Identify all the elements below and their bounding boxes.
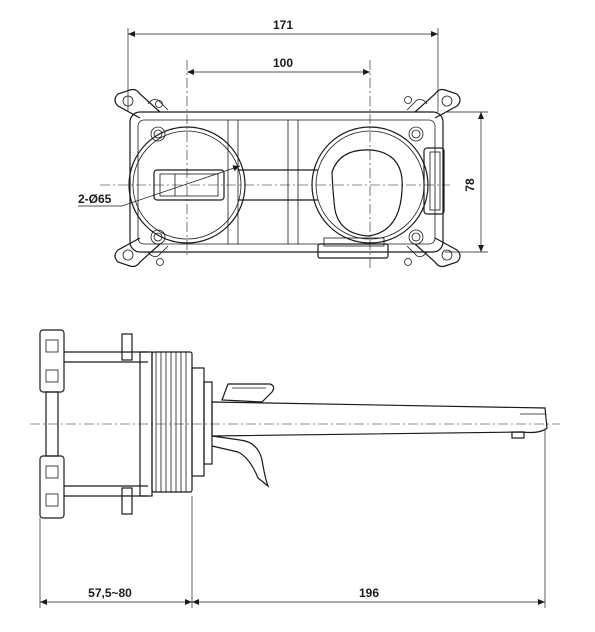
dimension-center-distance: 100 — [187, 56, 370, 75]
mounting-lug-bottom-right — [404, 237, 461, 268]
wall-mount-bracket — [39, 329, 148, 519]
dimension-spout-length: 196 — [192, 430, 546, 608]
spout-length-label: 196 — [359, 586, 379, 600]
spout — [211, 401, 548, 488]
mounting-lug-top-right — [404, 88, 461, 119]
dimension-overall-width: 171 — [127, 18, 439, 112]
diameter-leader: 2-Ø65 — [78, 165, 241, 207]
bottom-tab — [317, 243, 389, 259]
bottom-tab-inner — [323, 237, 385, 247]
dimension-height: 78 — [445, 111, 488, 253]
box-body — [129, 111, 444, 253]
mounting-lug-bottom-left — [114, 237, 169, 268]
side-view: 57,5~80 196 — [30, 329, 560, 608]
lever-handle — [221, 383, 275, 403]
dimension-wall-depth: 57,5~80 — [39, 496, 193, 608]
overall-width-label: 171 — [273, 18, 293, 32]
height-label: 78 — [463, 178, 477, 192]
mounting-lug-top-left — [114, 88, 169, 119]
box-side — [139, 351, 213, 497]
top-view: 171 100 78 2-Ø65 — [78, 18, 488, 268]
connecting-pipe — [238, 169, 318, 201]
diameter-label: 2-Ø65 — [78, 192, 112, 206]
side-fitting — [423, 147, 445, 215]
center-distance-label: 100 — [273, 56, 293, 70]
wall-depth-label: 57,5~80 — [88, 586, 132, 600]
